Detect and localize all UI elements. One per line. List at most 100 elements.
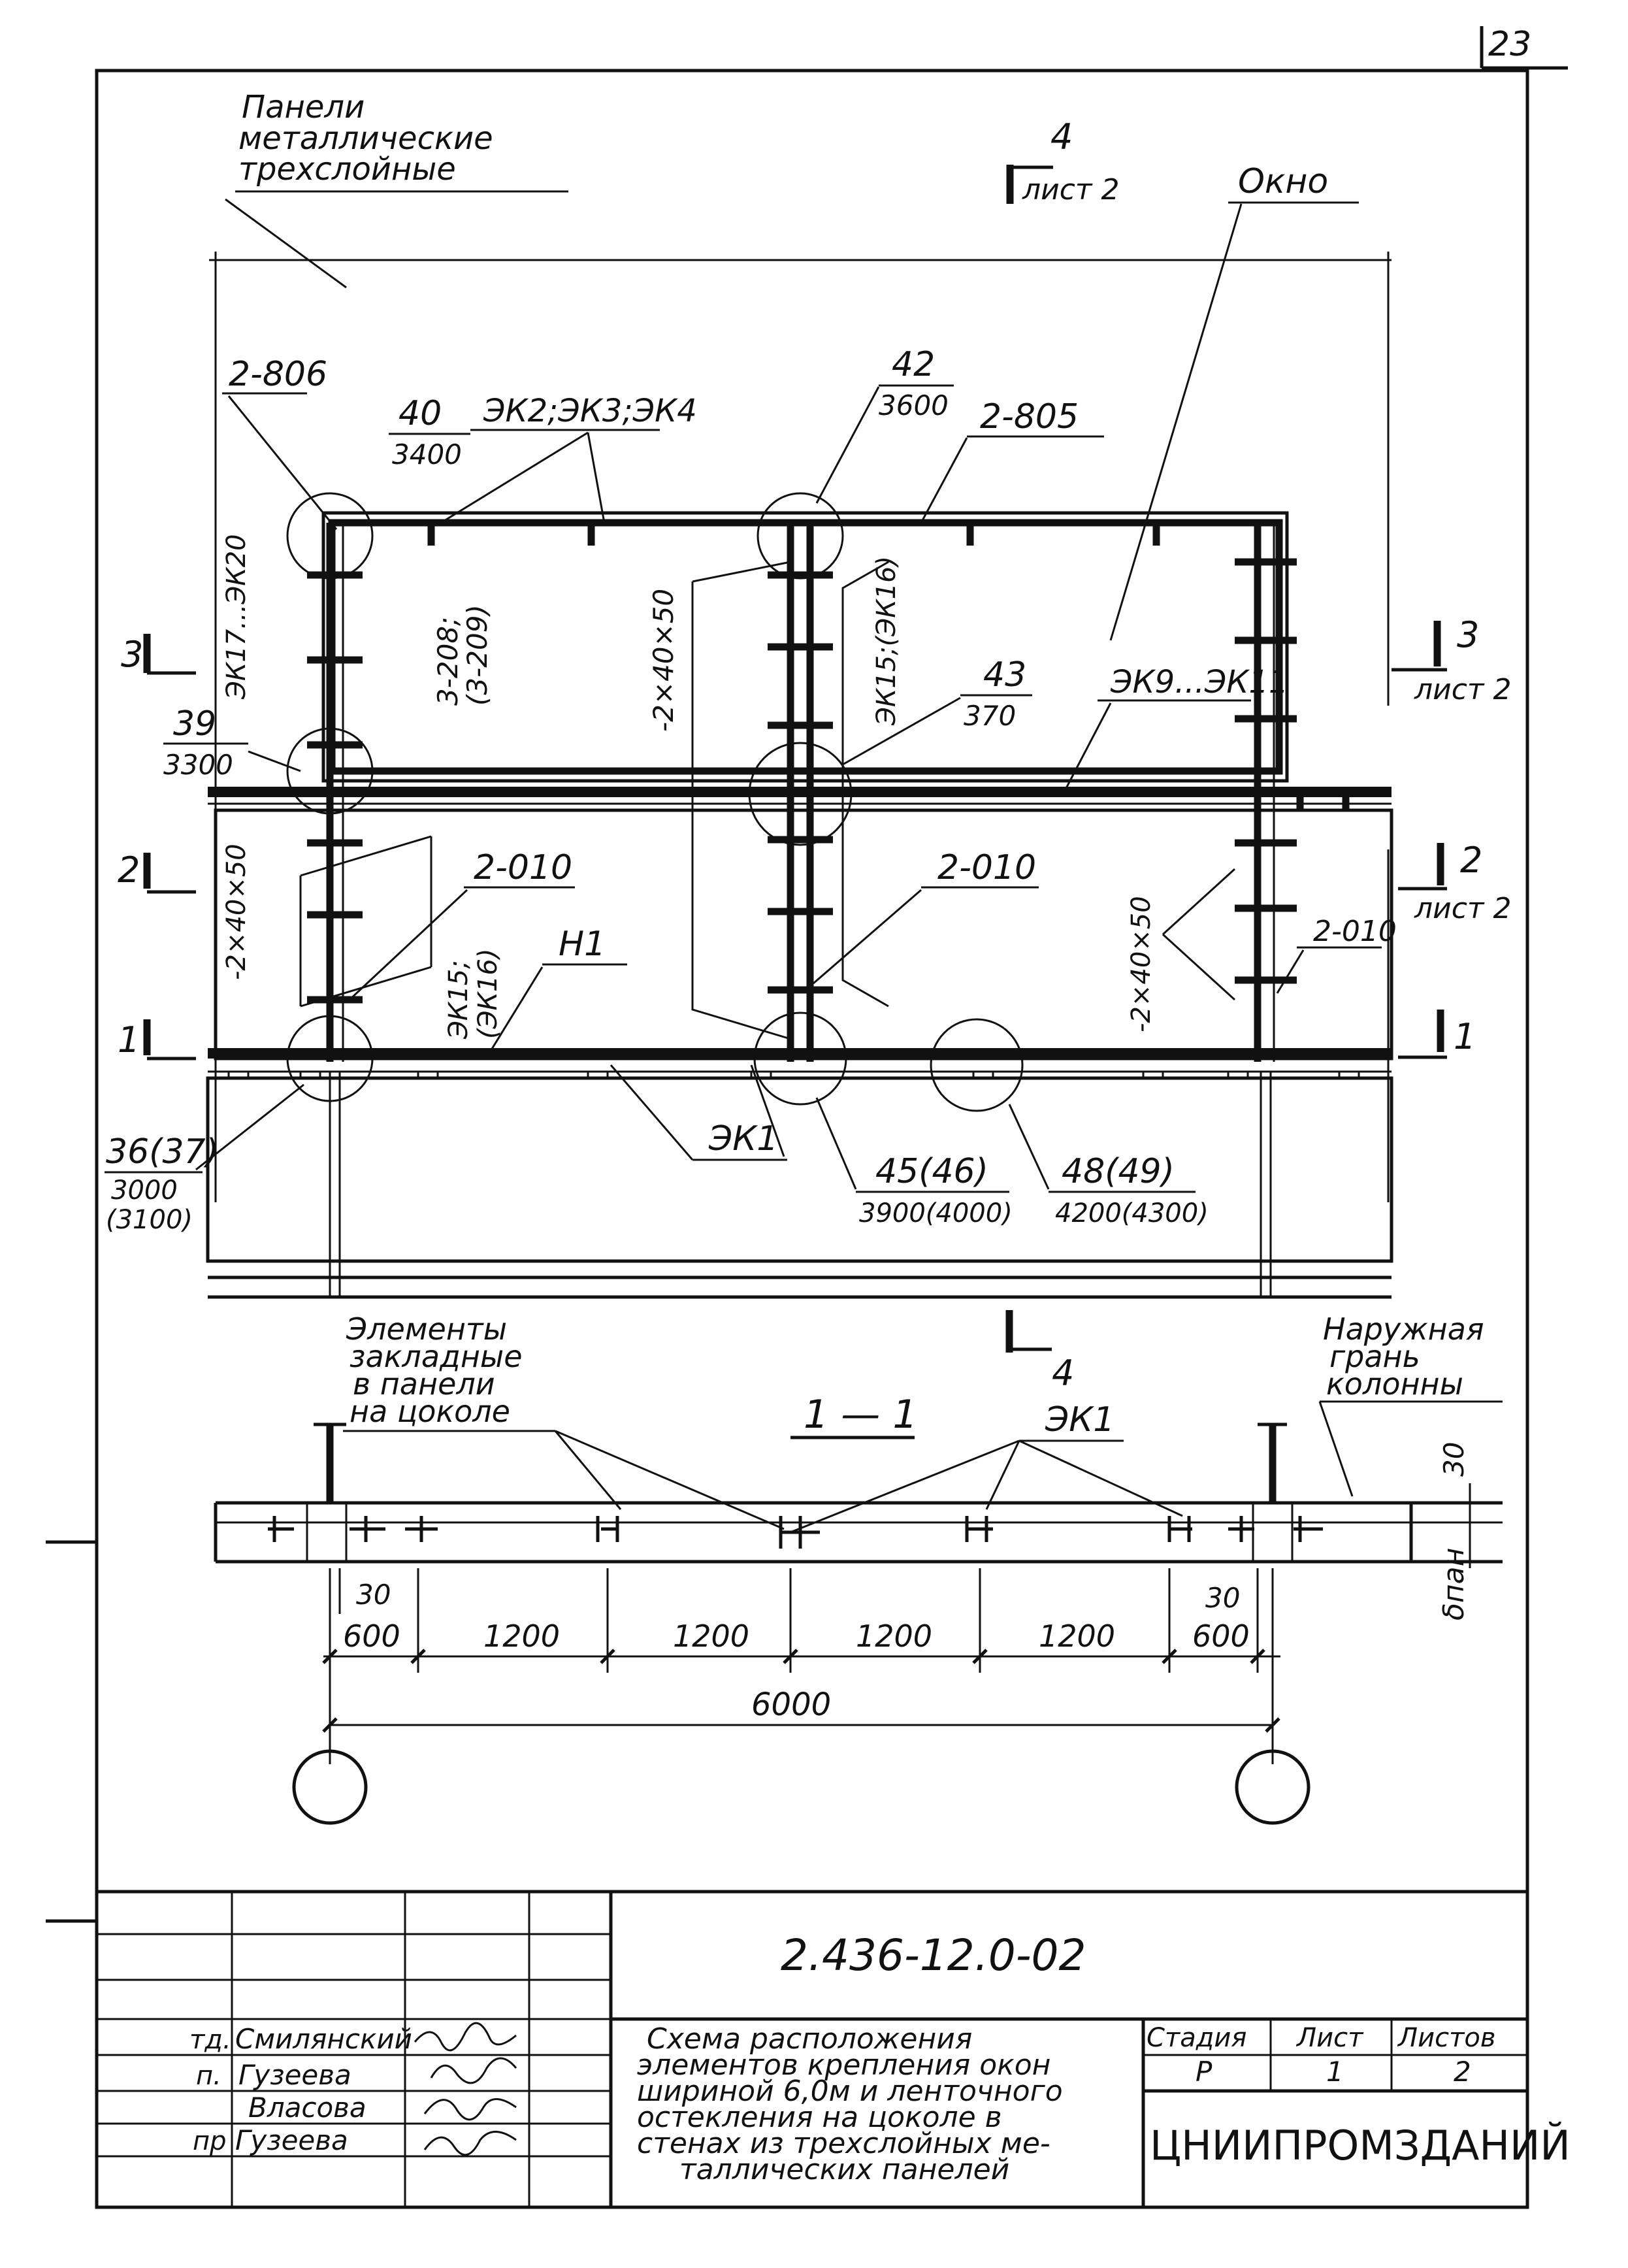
node-42-sub: 3600 xyxy=(879,389,949,421)
node-43: 43 xyxy=(983,655,1026,695)
person-1-name: Смилянский xyxy=(235,2023,412,2055)
plate-callouts xyxy=(299,561,1236,1040)
sheet-value: 1 xyxy=(1326,2056,1344,2088)
plate-left: -2×40×50 xyxy=(221,844,252,980)
col-stage: Стадия xyxy=(1147,2023,1246,2053)
doc-code: 2.436-12.0-02 xyxy=(781,1930,1086,1980)
person-4-name: Гузеева xyxy=(235,2124,348,2156)
section-2-number: 2 xyxy=(1460,840,1482,881)
ek9-ek11: ЭК9...ЭК11 xyxy=(1110,664,1289,700)
dim-30-right: 30 xyxy=(1205,1582,1240,1614)
node-36-sub2: (3100) xyxy=(106,1205,193,1235)
organization: ЦНИИПРОМЗДАНИЙ xyxy=(1150,2122,1571,2169)
node-39: 39 xyxy=(173,704,216,744)
node-45: 45(46) xyxy=(875,1152,988,1191)
ek2-ek3-ek4: ЭК2;ЭК3;ЭК4 xyxy=(483,393,697,429)
dim-6000: 6000 xyxy=(751,1686,831,1723)
window-label-text: Окно xyxy=(1238,162,1328,201)
node-2-805: 2-805 xyxy=(980,397,1079,436)
dim-1200-2: 1200 xyxy=(673,1619,749,1654)
section-4-sheet: лист 2 xyxy=(1022,173,1120,206)
column-brackets xyxy=(307,523,1350,1004)
col-sheets: Листов xyxy=(1397,2023,1495,2053)
sheet-number: 23 xyxy=(1488,25,1531,64)
stage-value: Р xyxy=(1196,2056,1213,2088)
section-embeds xyxy=(268,1516,1323,1549)
desc-line6: таллических панелей xyxy=(679,2153,1009,2186)
ek15-left-b: (ЭК16) xyxy=(473,949,503,1039)
level-1: 1 xyxy=(118,1019,140,1060)
label-3-208: 3-208; xyxy=(432,617,464,706)
embedded-line3: в панели xyxy=(353,1366,495,1402)
window-label: Окно xyxy=(1109,162,1359,641)
section-1-1: Элементы закладные в панели на цоколе 1 … xyxy=(214,1310,1503,1620)
outer-face-line1: Наружная xyxy=(1323,1311,1484,1347)
plinth-embeds xyxy=(227,1072,1360,1079)
section-4-number: 4 xyxy=(1050,116,1073,157)
section-title: 1 — 1 xyxy=(804,1392,918,1438)
col-sheet: Лист xyxy=(1295,2023,1364,2053)
desc-line5: стенах из трехслойных ме- xyxy=(637,2127,1050,2160)
embedded-line2: закладные xyxy=(350,1339,523,1374)
node-48: 48(49) xyxy=(1062,1152,1175,1191)
outer-face-line2: грань xyxy=(1329,1339,1420,1374)
plate-right: -2×40×50 xyxy=(1126,896,1156,1032)
level-3: 3 xyxy=(121,634,143,675)
section-4-bottom-number: 4 xyxy=(1052,1353,1074,1394)
ek1-elev: ЭК1 xyxy=(708,1119,778,1159)
node-2-010-left: 2-010 xyxy=(474,848,572,887)
dim-600-left: 600 xyxy=(343,1619,400,1654)
node-45-sub: 3900(4000) xyxy=(859,1198,1013,1228)
ek15-left-a: ЭК15; xyxy=(444,960,474,1040)
section-4-bottom-marker: 4 xyxy=(1005,1310,1074,1394)
panels-label-line3: трехслойные xyxy=(238,151,456,188)
panels-label: Панели металлические трехслойные xyxy=(225,89,568,289)
level-markers: 3 2 1 3 лист 2 2 лист 2 1 xyxy=(118,614,1512,1060)
desc-line2: элементов крепления окон xyxy=(637,2048,1050,2082)
panels-label-line2: металлические xyxy=(238,120,493,157)
dimension-chain: 30 30 600 1200 1200 1200 1200 600 6000 xyxy=(292,1568,1311,1825)
node-36: 36(37) xyxy=(106,1132,219,1172)
node-40-sub: 3400 xyxy=(392,438,462,470)
dim-30-left: 30 xyxy=(356,1579,391,1611)
node-39-sub: 3300 xyxy=(163,749,233,781)
person-2-role: п. xyxy=(196,2061,221,2091)
section-2-sheet: лист 2 xyxy=(1414,892,1512,925)
ek1-section: ЭК1 xyxy=(1045,1400,1115,1439)
person-1-role: тд. xyxy=(189,2025,231,2055)
node-42: 42 xyxy=(892,345,935,384)
dim-1200-4: 1200 xyxy=(1039,1619,1115,1654)
section-3-sheet: лист 2 xyxy=(1414,673,1512,706)
plate-mid: -2×40×50 xyxy=(647,589,679,732)
person-4-role: пр xyxy=(193,2126,227,2156)
dim-vplan: δпан xyxy=(1437,1548,1471,1620)
outer-face-line3: колонны xyxy=(1326,1366,1463,1402)
signatures xyxy=(414,2022,517,2156)
desc-line1: Схема расположения xyxy=(647,2022,972,2056)
level-2: 2 xyxy=(118,849,140,891)
ek17-ek20: ЭК17...ЭК20 xyxy=(221,534,252,700)
section-1-right: 1 xyxy=(1454,1016,1476,1057)
ek15-mid: ЭК15;(ЭК16) xyxy=(871,556,902,726)
sheets-value: 2 xyxy=(1454,2056,1471,2088)
embedded-line4: на цоколе xyxy=(350,1394,510,1429)
node-2-010-mid: 2-010 xyxy=(937,848,1036,887)
person-3-name: Власова xyxy=(248,2092,366,2124)
embedded-line1: Элементы xyxy=(346,1311,507,1347)
node-circles xyxy=(286,492,1024,1112)
dim-1200-3: 1200 xyxy=(856,1619,932,1654)
dim-30-top: 30 xyxy=(1438,1442,1470,1477)
axis-marker-right xyxy=(1235,1749,1311,1825)
dim-1200-1: 1200 xyxy=(483,1619,560,1654)
panels-label-line1: Панели xyxy=(242,89,365,125)
desc-line3: шириной 6,0м и ленточного xyxy=(637,2075,1063,2108)
axis-marker-left xyxy=(292,1749,368,1825)
node-40: 40 xyxy=(399,394,442,433)
node-36-sub1: 3000 xyxy=(111,1175,178,1206)
section-4-top-marker: 4 лист 2 xyxy=(1006,116,1120,206)
dim-600-right: 600 xyxy=(1192,1619,1250,1654)
title-block: 2.436-12.0-02 Схема расположения элемент… xyxy=(95,1890,1571,2209)
desc-line4: остекления на цоколе в xyxy=(637,2101,1002,2134)
person-2-name: Гузеева xyxy=(238,2059,351,2091)
